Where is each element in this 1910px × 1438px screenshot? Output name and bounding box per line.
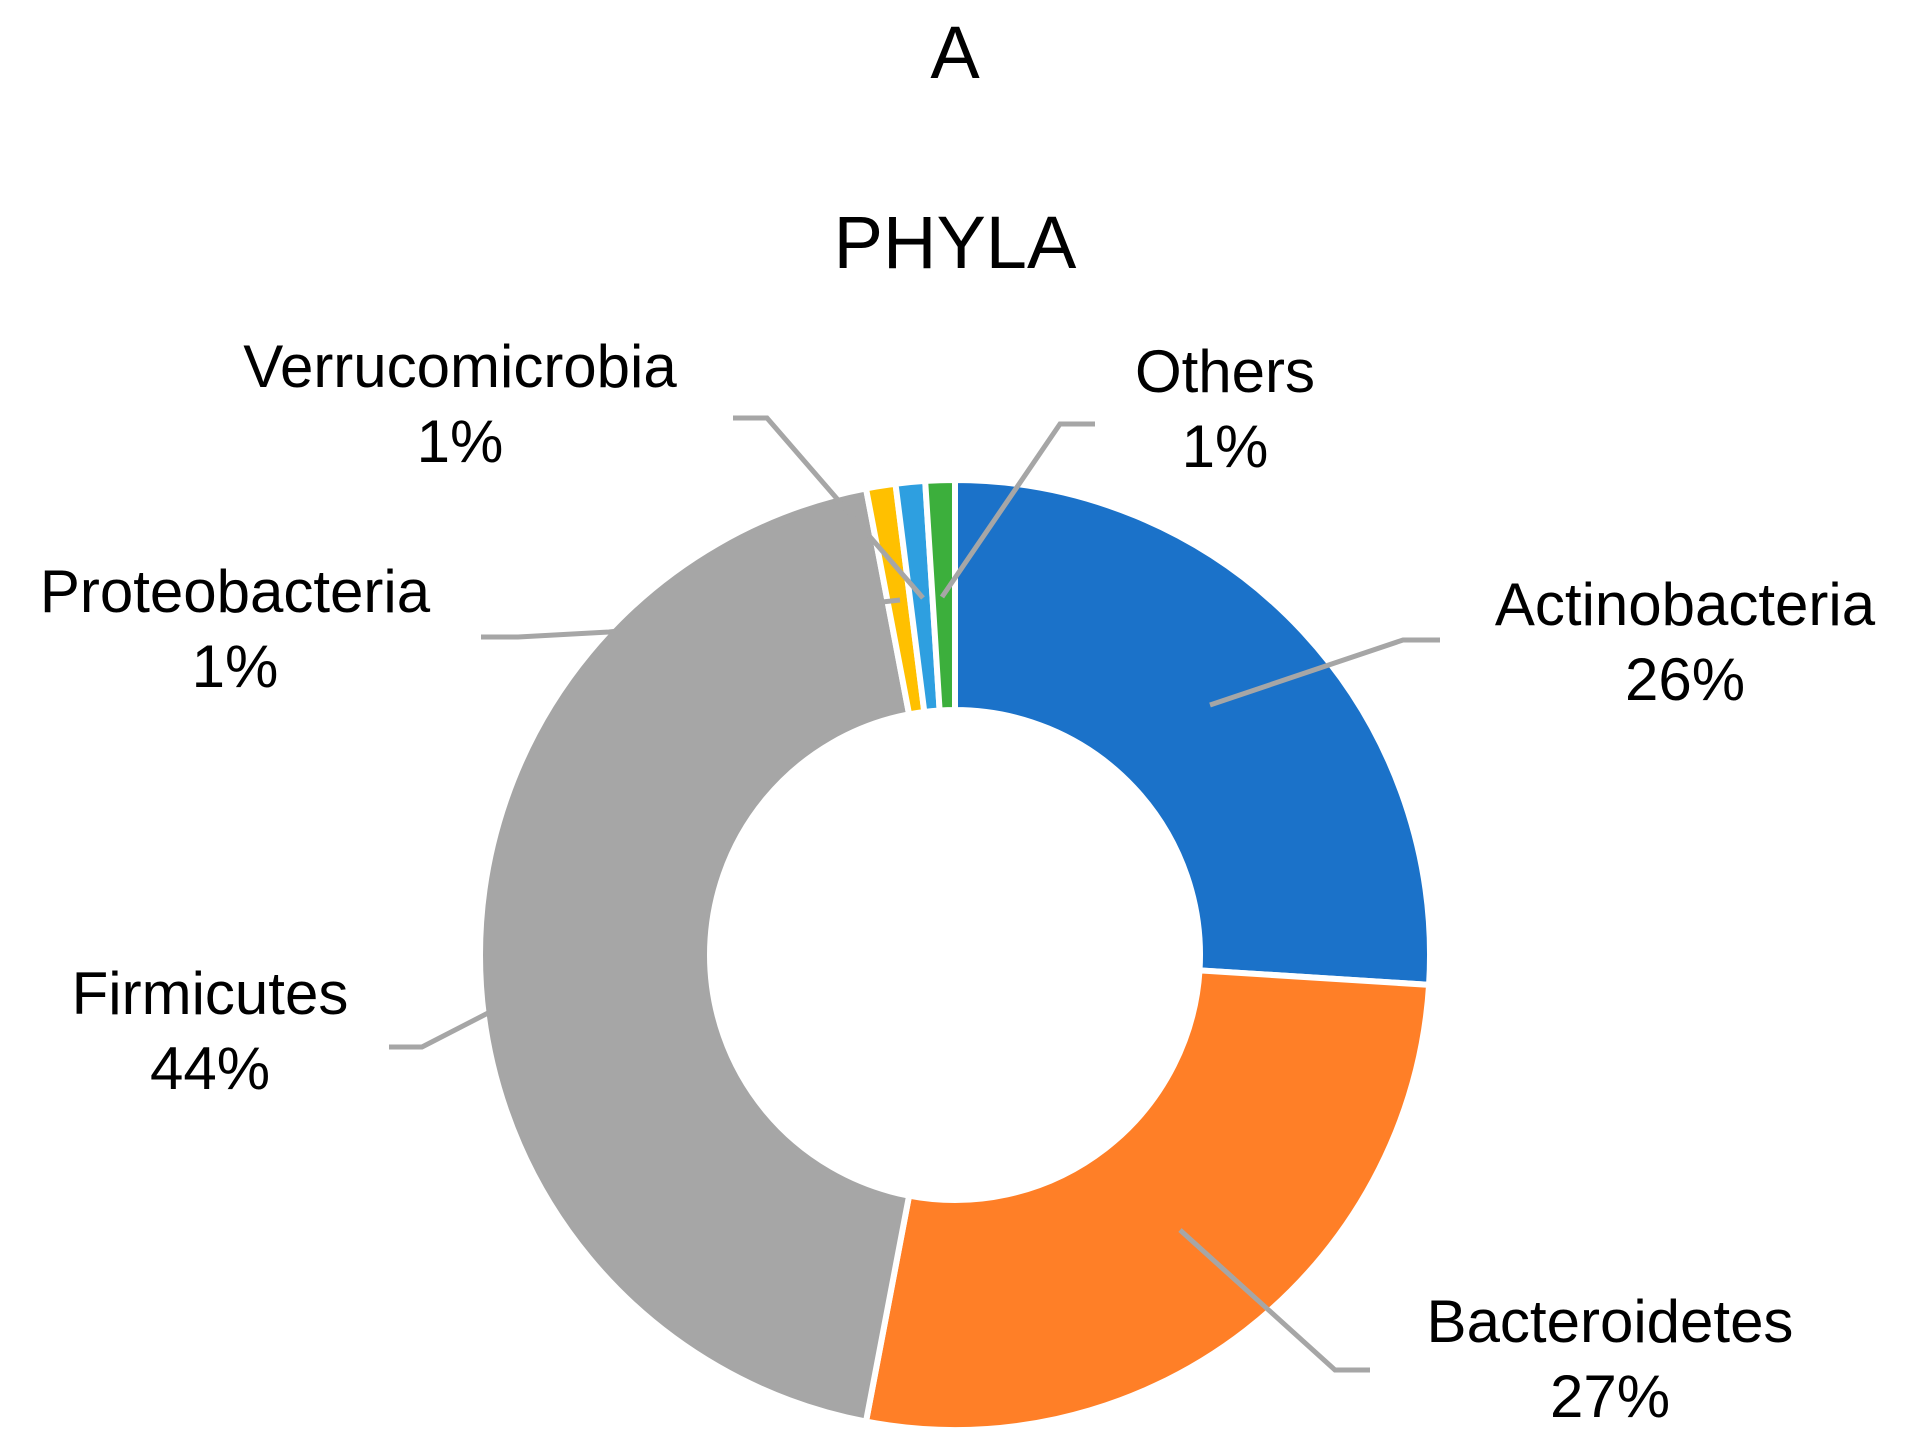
data-label-name-actinobacteria: Actinobacteria bbox=[1495, 571, 1876, 638]
data-labels-layer: Actinobacteria 26% Bacteroidetes 27% Firmicu… bbox=[40, 333, 1876, 1430]
slice-firmicutes bbox=[477, 484, 913, 1426]
data-label-name-proteobacteria: Proteobacteria bbox=[40, 558, 431, 625]
leader-line-firmicutes bbox=[389, 1009, 492, 1050]
leader-line-verrucomicrobia bbox=[733, 415, 925, 600]
leader-line-bacteroidetes bbox=[1178, 1228, 1370, 1373]
panel-label: A bbox=[930, 11, 980, 94]
leader-line-actinobacteria bbox=[1209, 637, 1440, 708]
leader-line-proteobacteria bbox=[481, 597, 901, 640]
data-label-value-verrucomicrobia: 1% bbox=[417, 408, 504, 475]
slice-actinobacteria bbox=[952, 476, 1433, 989]
data-label-value-proteobacteria: 1% bbox=[192, 633, 279, 700]
slice-bacteroidetes bbox=[862, 967, 1433, 1434]
leader-lines-layer bbox=[389, 415, 1440, 1373]
slices-layer bbox=[477, 476, 1433, 1434]
data-label-name-others: Others bbox=[1135, 338, 1315, 405]
data-label-value-actinobacteria: 26% bbox=[1625, 646, 1745, 713]
data-label-name-verrucomicrobia: Verrucomicrobia bbox=[243, 333, 677, 400]
chart-title: PHYLA bbox=[834, 201, 1077, 284]
data-label-name-firmicutes: Firmicutes bbox=[72, 960, 349, 1027]
data-label-name-bacteroidetes: Bacteroidetes bbox=[1427, 1288, 1794, 1355]
slice-others bbox=[921, 476, 958, 714]
data-label-value-firmicutes: 44% bbox=[150, 1035, 270, 1102]
leader-line-others bbox=[939, 421, 1095, 599]
data-label-value-others: 1% bbox=[1182, 413, 1269, 480]
data-label-value-bacteroidetes: 27% bbox=[1550, 1363, 1670, 1430]
